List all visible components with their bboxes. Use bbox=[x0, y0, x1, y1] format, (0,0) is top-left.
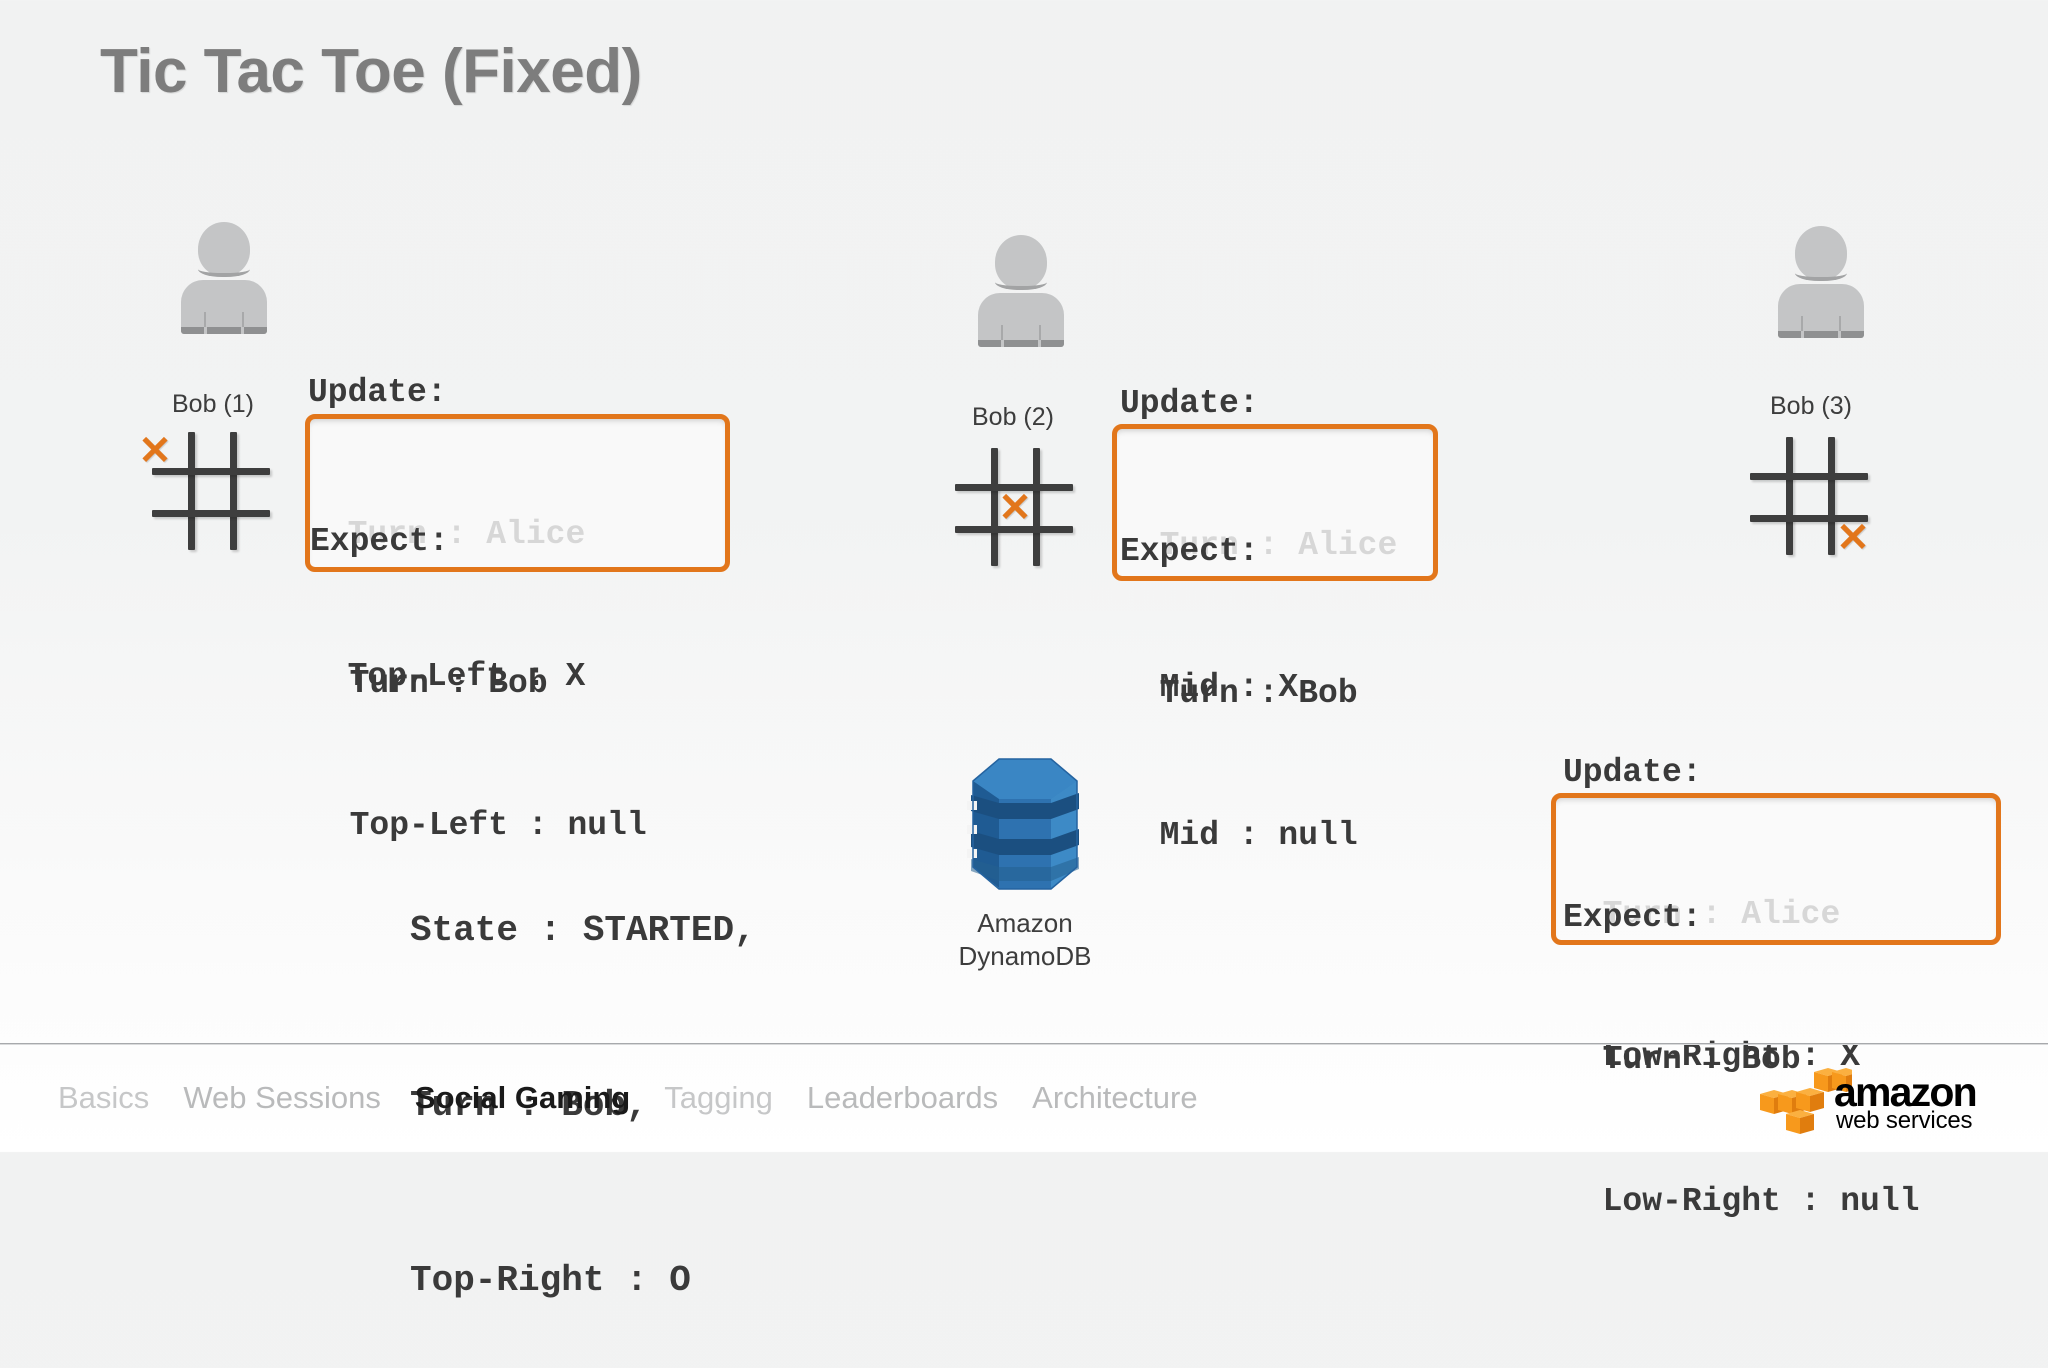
expect-highlight-box-1 bbox=[305, 414, 730, 572]
avatar-arm-left bbox=[1801, 316, 1803, 333]
update-line-2-2: Mid : X bbox=[1120, 668, 1299, 706]
expect-highlight-box-3 bbox=[1551, 793, 2001, 945]
avatar-arm-right bbox=[1839, 316, 1841, 333]
expect-header-3: Expect: bbox=[1563, 899, 1702, 937]
board-line-vertical-1 bbox=[991, 448, 998, 566]
expect-block-3: Expect: Turn : Bob Low-Right : null bbox=[1563, 800, 1919, 1272]
player-label-bob-1: Bob (1) bbox=[172, 390, 254, 418]
tictactoe-board-2[interactable]: ✕ bbox=[955, 448, 1073, 566]
footer-divider bbox=[0, 1043, 2048, 1045]
board-line-horizontal-2 bbox=[955, 526, 1073, 533]
avatar bbox=[975, 235, 1067, 347]
expect-line-2-2: Mid : null bbox=[1120, 816, 1358, 854]
avatar-head-shade bbox=[198, 260, 250, 277]
expect-line-3-2: Low-Right : null bbox=[1563, 1182, 1920, 1220]
avatar-body-icon bbox=[978, 293, 1064, 347]
board-line-horizontal-1 bbox=[955, 484, 1073, 491]
player-label-bob-2: Bob (2) bbox=[972, 403, 1054, 431]
expect-header-1: Expect: bbox=[310, 523, 449, 561]
dynamodb-block: Amazon DynamoDB bbox=[935, 755, 1115, 974]
board-line-horizontal-2 bbox=[1750, 515, 1868, 522]
avatar-body-icon bbox=[181, 280, 267, 334]
board-line-horizontal-1 bbox=[1750, 473, 1868, 480]
update-header-2: Update: bbox=[1120, 385, 1259, 423]
avatar-base-gap-right bbox=[1038, 340, 1041, 347]
update-header-3: Update: bbox=[1563, 754, 1702, 792]
board-line-vertical-2 bbox=[1033, 448, 1040, 566]
expect-line-2-1: Turn : Bob bbox=[1120, 674, 1358, 712]
avatar-body-icon bbox=[1778, 284, 1864, 338]
update-header-1: Update: bbox=[308, 374, 447, 412]
avatar-base-gap-right bbox=[241, 327, 244, 334]
tictactoe-board-1[interactable]: ✕ bbox=[138, 431, 270, 550]
board-line-horizontal-1 bbox=[152, 468, 270, 475]
board-line-horizontal-2 bbox=[152, 510, 270, 517]
avatar-base-gap-left bbox=[1801, 331, 1804, 338]
board-line-vertical-2 bbox=[230, 432, 237, 550]
avatar-head-shade bbox=[1795, 264, 1847, 281]
avatar bbox=[178, 222, 270, 334]
nav-item-leaderboards[interactable]: Leaderboards bbox=[806, 1080, 999, 1115]
avatar-arm-left bbox=[1001, 325, 1003, 342]
nav-item-tagging[interactable]: Tagging bbox=[664, 1080, 773, 1115]
tictactoe-board-3[interactable]: ✕ bbox=[1750, 437, 1870, 560]
nav-item-basics[interactable]: Basics bbox=[58, 1080, 150, 1115]
board-mark-x-middle: ✕ bbox=[998, 486, 1032, 530]
expect-header-2: Expect: bbox=[1120, 533, 1259, 571]
nav-item-social-gaming[interactable]: Social Gaming bbox=[414, 1080, 631, 1115]
game-state-block: State : STARTED, Turn : Bob, Top-Right :… bbox=[410, 785, 756, 1368]
page-title: Tic Tac Toe (Fixed) bbox=[100, 37, 642, 106]
expect-block-2: Expect: Turn : Bob Mid : null bbox=[1120, 434, 1358, 906]
dynamodb-caption: Amazon DynamoDB bbox=[935, 907, 1115, 974]
board-line-vertical-1 bbox=[188, 432, 195, 550]
avatar-base-gap-left bbox=[204, 327, 207, 334]
nav-item-architecture[interactable]: Architecture bbox=[1032, 1080, 1198, 1115]
dynamodb-caption-line1: Amazon bbox=[977, 908, 1073, 938]
avatar-base bbox=[1778, 331, 1864, 338]
avatar-base-gap-right bbox=[1838, 331, 1841, 338]
nav-item-web-sessions[interactable]: Web Sessions bbox=[183, 1080, 381, 1115]
dynamodb-caption-line2: DynamoDB bbox=[958, 941, 1092, 972]
board-mark-x-bottom-right: ✕ bbox=[1836, 516, 1870, 560]
board-line-vertical-1 bbox=[1786, 437, 1793, 555]
player-label-bob-3: Bob (3) bbox=[1770, 392, 1852, 420]
avatar-arm-right bbox=[1039, 325, 1041, 342]
board-line-vertical-2 bbox=[1828, 437, 1835, 555]
expect-line-1-2: Top-Left : null bbox=[310, 806, 647, 844]
state-line-1: State : STARTED, bbox=[410, 909, 756, 951]
avatar-base bbox=[181, 327, 267, 334]
expect-block-1: Expect: Turn : Bob Top-Left : null bbox=[310, 424, 647, 896]
avatar-base-gap-left bbox=[1001, 340, 1004, 347]
amazon-dynamodb-icon bbox=[959, 755, 1091, 893]
board-mark-x-top-left: ✕ bbox=[138, 429, 172, 473]
state-line-3: Top-Right : O bbox=[410, 1259, 691, 1301]
avatar-base bbox=[978, 340, 1064, 347]
avatar-arm-left bbox=[204, 312, 206, 329]
footer-nav: Basics Web Sessions Social Gaming Taggin… bbox=[58, 1080, 1198, 1116]
avatar-head-shade bbox=[995, 273, 1047, 290]
expect-line-3-1: Turn : Bob bbox=[1563, 1040, 1801, 1078]
state-line-2: Turn : Bob, bbox=[410, 1084, 648, 1126]
avatar-arm-right bbox=[242, 312, 244, 329]
expect-line-1-1: Turn : Bob bbox=[310, 664, 548, 702]
aws-subwordmark: web services bbox=[1836, 1107, 1973, 1134]
aws-wordmark: amazon bbox=[1834, 1069, 1978, 1115]
avatar bbox=[1775, 226, 1867, 338]
expect-highlight-box-2 bbox=[1112, 424, 1438, 581]
aws-logo: amazon web services bbox=[1756, 1068, 1986, 1136]
update-line-1-2: Top-Left : X bbox=[308, 657, 586, 695]
